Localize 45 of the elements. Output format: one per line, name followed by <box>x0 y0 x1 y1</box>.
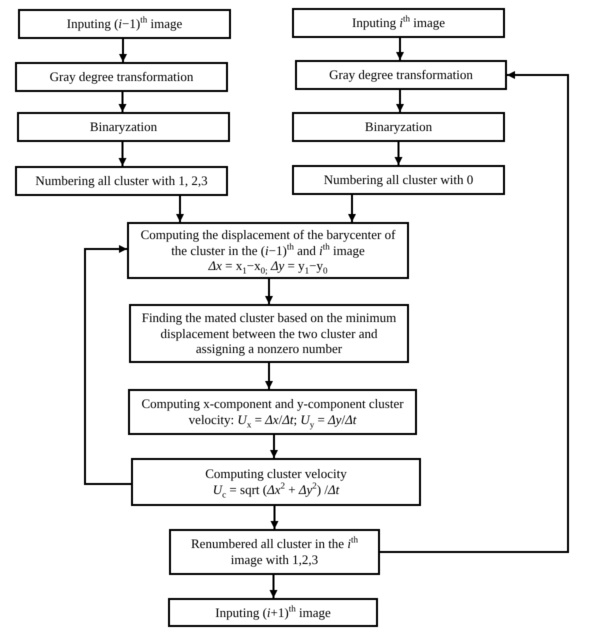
process-box <box>169 529 380 575</box>
arrow <box>394 142 402 165</box>
process-box <box>131 458 421 506</box>
step-text: Inputing (i+1)$^{th}$ image <box>215 604 331 620</box>
process-box <box>129 304 409 363</box>
step-text: Δx = x$_{1}$−x$_{0;}$ Δy = y$_{1}$−y$_{0}$ <box>208 258 328 274</box>
arrow <box>118 142 126 166</box>
arrow <box>84 245 131 485</box>
arrow <box>265 279 273 304</box>
step-text: Numbering all cluster with 0 <box>324 172 474 188</box>
arrow <box>119 39 127 62</box>
step-text: Binaryzation <box>90 119 158 135</box>
step-text: Inputing i$^{th}$ image <box>352 15 445 31</box>
step-text: Renumbered all cluster in the i$^{th}$ image with 1,2,3 <box>190 536 359 568</box>
process-box <box>18 9 231 39</box>
step-text: Computing x-component and y-component cluster velocity: U$_{x}$ = Δx/Δt; U$_{y}$ = Δy/Δt <box>140 396 405 428</box>
process-box <box>292 112 505 142</box>
step-text: Computing cluster velocity <box>205 466 347 482</box>
process-box <box>292 165 505 195</box>
process-box <box>15 166 228 196</box>
step-text: Finding the mated cluster based on the minimum displacement between the two cluster and assigning a nonzero number <box>140 310 398 357</box>
step-text: Binaryzation <box>364 119 432 135</box>
step-text: U$_{c}$ = sqrt (Δx$^{2}$ + Δy$^{2}$) /Δt <box>212 482 340 498</box>
process-box <box>17 112 230 142</box>
process-box <box>168 598 378 627</box>
arrow <box>380 71 569 553</box>
arrow <box>396 38 404 60</box>
arrow <box>270 506 278 529</box>
process-box <box>295 60 507 90</box>
step-text: Computing the displacement of the barycenter of the cluster in the (i−1)$^{th}$ and i$^{th}$ image <box>140 227 396 258</box>
step-text: Gray degree transformation <box>50 69 194 85</box>
step-text: Inputing (i−1)$^{th}$ image <box>66 16 182 32</box>
step-text: Numbering all cluster with 1, 2,3 <box>35 173 208 189</box>
process-box <box>128 389 417 435</box>
process-box <box>292 8 505 38</box>
arrow <box>118 92 126 112</box>
process-box <box>15 62 228 92</box>
arrow <box>265 363 273 389</box>
arrow <box>270 575 278 598</box>
arrow <box>176 196 184 222</box>
step-text: Gray degree transformation <box>329 67 473 83</box>
arrow <box>348 195 356 222</box>
arrow <box>396 90 404 112</box>
arrow <box>270 435 278 458</box>
process-box <box>127 222 409 279</box>
